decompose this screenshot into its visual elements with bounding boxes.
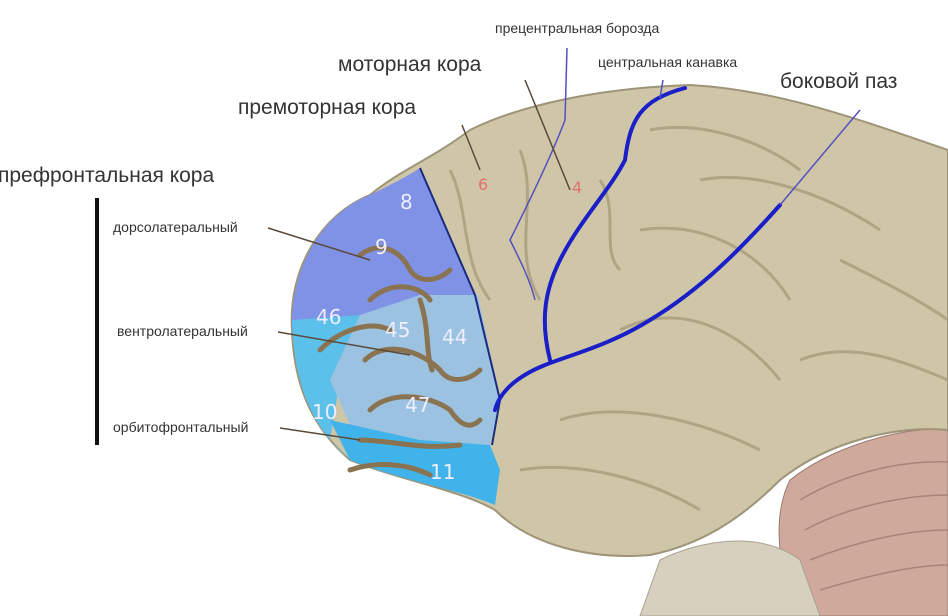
label-premotor-cortex: премоторная кора: [238, 96, 417, 119]
area-47: 47: [405, 393, 431, 417]
area-11: 11: [430, 460, 456, 484]
leader-lines-dark: [267, 79, 571, 441]
sulci: [493, 86, 782, 412]
area-4: 4: [572, 178, 583, 197]
prefrontal-gyri: [317, 245, 483, 478]
label-ventrolateral: вентролатеральный: [117, 323, 248, 339]
central-sulcus: [542, 86, 687, 362]
area-8: 8: [400, 190, 413, 214]
premotor-boundary: [419, 167, 502, 446]
area-9: 9: [375, 235, 388, 259]
area-46: 46: [316, 305, 342, 329]
area-44: 44: [442, 325, 468, 349]
cerebellum-folia: [799, 461, 948, 591]
brainstem: [639, 540, 821, 616]
label-orbitofrontal: орбитофронтальный: [113, 419, 249, 435]
area-10: 10: [312, 400, 338, 424]
leader-lines: [509, 47, 861, 301]
label-precentral-sulcus: прецентральная борозда: [495, 20, 660, 36]
lateral-sulcus: [493, 203, 782, 412]
area-45: 45: [385, 318, 411, 342]
label-lateral-sulcus: боковой паз: [780, 70, 898, 93]
region-46-10: [292, 315, 360, 460]
area-6: 6: [478, 175, 489, 194]
label-motor-cortex: моторная кора: [338, 53, 482, 76]
label-dorsolateral: дорсолатеральный: [113, 219, 238, 235]
label-central-sulcus: центральная канавка: [598, 54, 738, 70]
label-prefrontal-cortex: префронтальная кора: [0, 164, 215, 187]
